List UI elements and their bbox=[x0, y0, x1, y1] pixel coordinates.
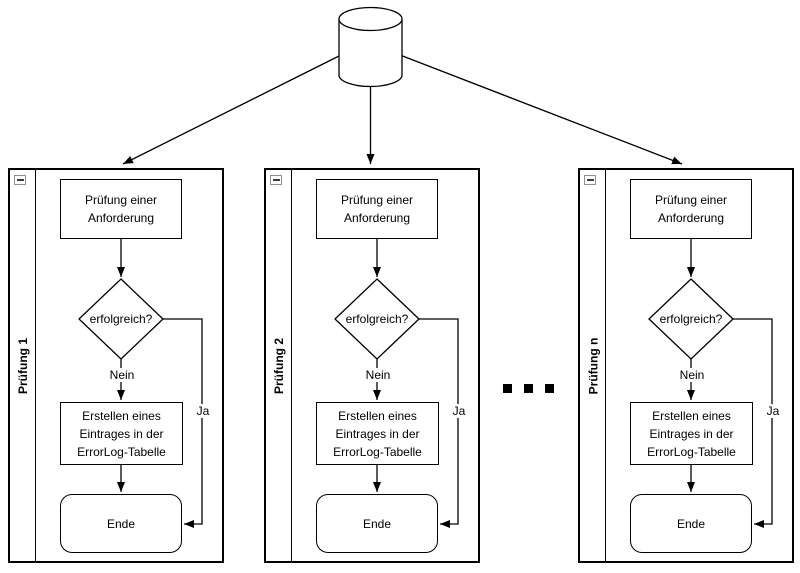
dot bbox=[524, 384, 533, 393]
decision-diamond[interactable] bbox=[648, 278, 734, 360]
decision-diamond[interactable] bbox=[78, 278, 164, 360]
process-box[interactable]: Prüfung einer Anforderung bbox=[316, 179, 438, 239]
yes-branch-arrow bbox=[733, 318, 773, 528]
lane-title-strip bbox=[10, 170, 36, 561]
lane-pruefung-2[interactable]: Prüfung 2 Prüfung einer Anforderung erfo… bbox=[264, 168, 480, 563]
edge-label-nein: Nein bbox=[671, 368, 713, 382]
minus-glyph bbox=[272, 179, 280, 181]
lane-title: Prüfung 1 bbox=[16, 337, 30, 394]
process-box[interactable]: Prüfung einer Anforderung bbox=[60, 179, 182, 239]
ellipsis-icon: ... bbox=[503, 384, 554, 393]
lane-pruefung-n[interactable]: Prüfung n Prüfung einer Anforderung erfo… bbox=[578, 168, 794, 563]
edge-label-ja: Ja bbox=[190, 404, 216, 418]
connector-arrow-right bbox=[399, 54, 683, 165]
decision-label[interactable]: erfolgreich? bbox=[659, 312, 723, 326]
yes-branch-arrow bbox=[163, 318, 203, 528]
decision-label[interactable]: erfolgreich? bbox=[345, 312, 409, 326]
minus-glyph bbox=[586, 179, 594, 181]
edge-label-nein: Nein bbox=[357, 368, 399, 382]
collapse-icon[interactable] bbox=[14, 175, 26, 185]
process-box[interactable]: Prüfung einer Anforderung bbox=[630, 179, 752, 239]
decision-diamond[interactable] bbox=[334, 278, 420, 360]
lane-title-strip bbox=[580, 170, 606, 561]
yes-branch-arrow bbox=[419, 318, 459, 528]
end-box[interactable]: Ende bbox=[630, 494, 752, 553]
edge-label-nein: Nein bbox=[101, 368, 143, 382]
flow-connectors bbox=[334, 239, 459, 528]
decision-label[interactable]: erfolgreich? bbox=[89, 312, 153, 326]
end-box[interactable]: Ende bbox=[60, 494, 182, 553]
minus-glyph bbox=[16, 179, 24, 181]
lane-title-strip bbox=[266, 170, 292, 561]
flow-connectors bbox=[648, 239, 773, 528]
errorlog-box[interactable]: Erstellen eines Eintrages in der ErrorLo… bbox=[630, 402, 753, 465]
edge-label-ja: Ja bbox=[446, 404, 472, 418]
lane-title: Prüfung 2 bbox=[272, 337, 286, 394]
collapse-icon[interactable] bbox=[584, 175, 596, 185]
edge-label-ja: Ja bbox=[760, 404, 786, 418]
lane-title: Prüfung n bbox=[586, 337, 600, 394]
dot bbox=[545, 384, 554, 393]
database-cylinder-icon[interactable] bbox=[338, 6, 403, 88]
collapse-icon[interactable] bbox=[270, 175, 282, 185]
errorlog-box[interactable]: Erstellen eines Eintrages in der ErrorLo… bbox=[316, 402, 439, 465]
lane-pruefung-1[interactable]: Prüfung 1 Prüfung einer Anforderung erfo… bbox=[8, 168, 224, 563]
dot bbox=[503, 384, 512, 393]
end-box[interactable]: Ende bbox=[316, 494, 438, 553]
errorlog-box[interactable]: Erstellen eines Eintrages in der ErrorLo… bbox=[60, 402, 183, 465]
connector-arrow-left bbox=[122, 54, 342, 165]
fanout-connectors bbox=[122, 54, 683, 165]
